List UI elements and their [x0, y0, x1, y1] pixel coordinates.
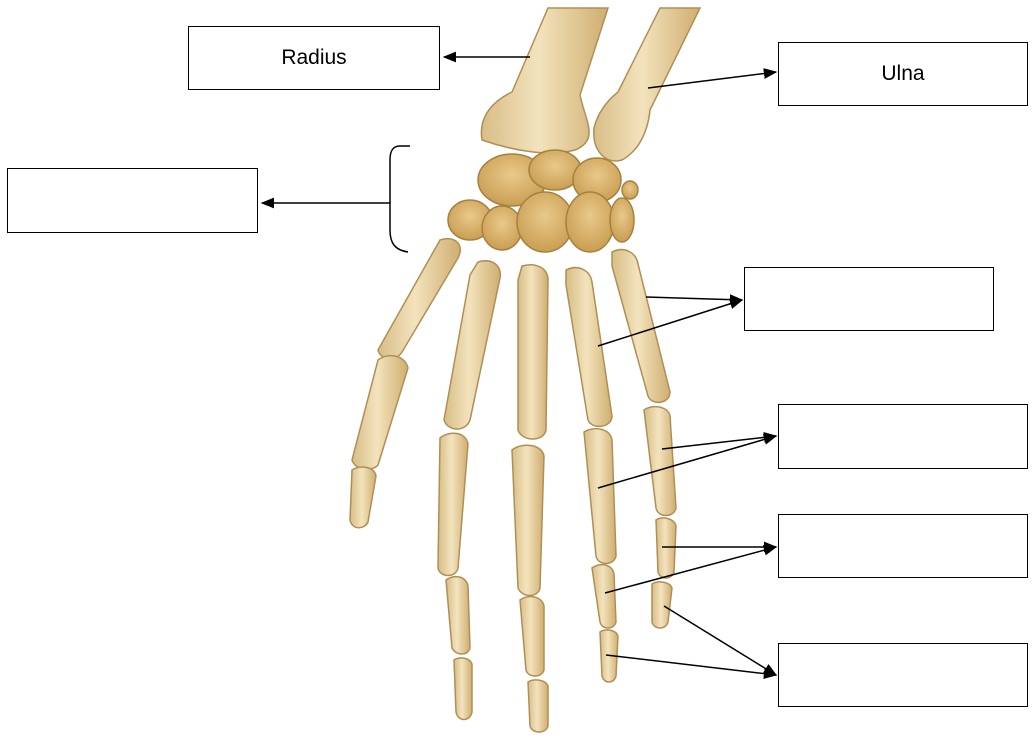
carpal-bones: [448, 150, 638, 252]
little-finger-bones: [612, 250, 676, 628]
metacarpals-pointer-a: [646, 297, 742, 300]
index-finger-bones: [438, 261, 500, 720]
radius-label: Radius: [281, 46, 346, 70]
radius-bone: [481, 8, 608, 153]
distal-phalanges-label-box[interactable]: [778, 643, 1028, 707]
ulna-label-box[interactable]: Ulna: [778, 42, 1028, 106]
metacarpals-label-box[interactable]: [744, 267, 994, 331]
middle-finger-bones: [512, 265, 548, 732]
carpals-label-box[interactable]: [7, 168, 258, 233]
proximal-pointer-a: [662, 436, 776, 449]
distal-pointer-a: [664, 606, 776, 675]
proximal-phalanges-label-box[interactable]: [778, 404, 1028, 469]
metacarpals-pointer-b: [598, 300, 742, 346]
ulna-bone: [594, 8, 700, 161]
middle-phalanges-label-box[interactable]: [778, 514, 1028, 578]
middle-pointer-b: [605, 547, 776, 593]
radius-label-box[interactable]: Radius: [188, 26, 440, 90]
distal-pointer-b: [606, 655, 776, 675]
proximal-pointer-b: [598, 436, 776, 488]
ring-finger-bones: [566, 268, 618, 682]
ulna-label: Ulna: [881, 62, 924, 86]
carpals-bracket: [390, 146, 410, 252]
